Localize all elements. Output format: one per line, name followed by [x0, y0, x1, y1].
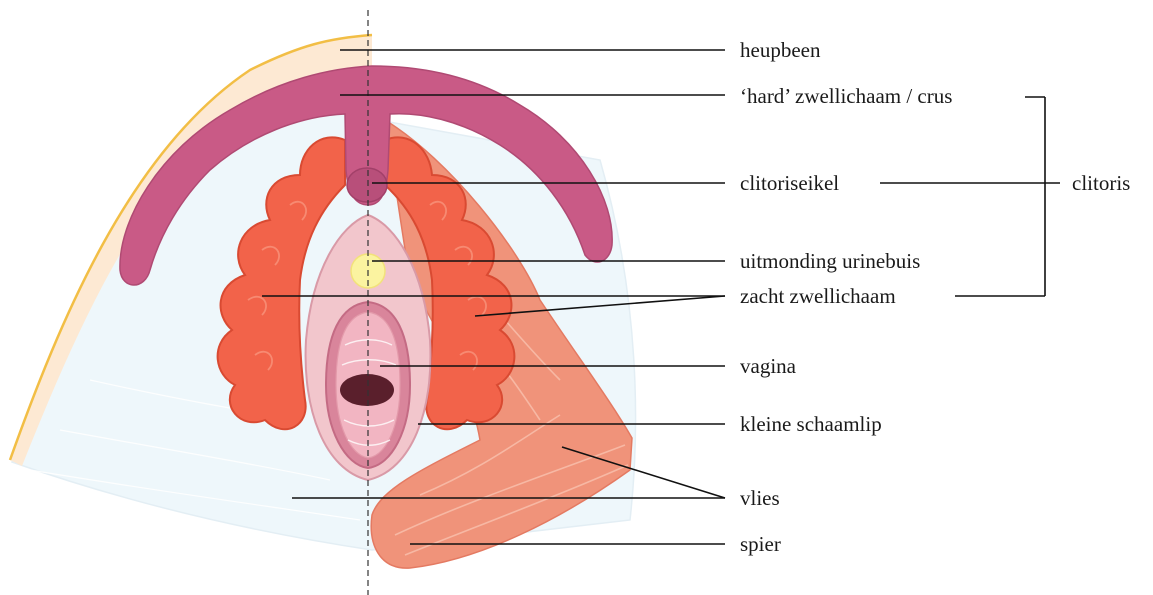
label-zacht-zwellichaam: zacht zwellichaam	[740, 284, 896, 308]
label-vlies: vlies	[740, 486, 780, 510]
label-kleine-schaamlip: kleine schaamlip	[740, 412, 882, 436]
label-clitoris: clitoris	[1072, 171, 1130, 195]
glans-shape	[347, 168, 387, 202]
label-vagina: vagina	[740, 354, 797, 378]
label-crus: ‘hard’ zwellichaam / crus	[740, 84, 952, 108]
label-spier: spier	[740, 532, 781, 556]
label-clitoriseikel: clitoriseikel	[740, 171, 839, 195]
label-heupbeen: heupbeen	[740, 38, 821, 62]
label-urinebuis: uitmonding urinebuis	[740, 249, 920, 273]
vaginal-opening	[340, 374, 394, 406]
